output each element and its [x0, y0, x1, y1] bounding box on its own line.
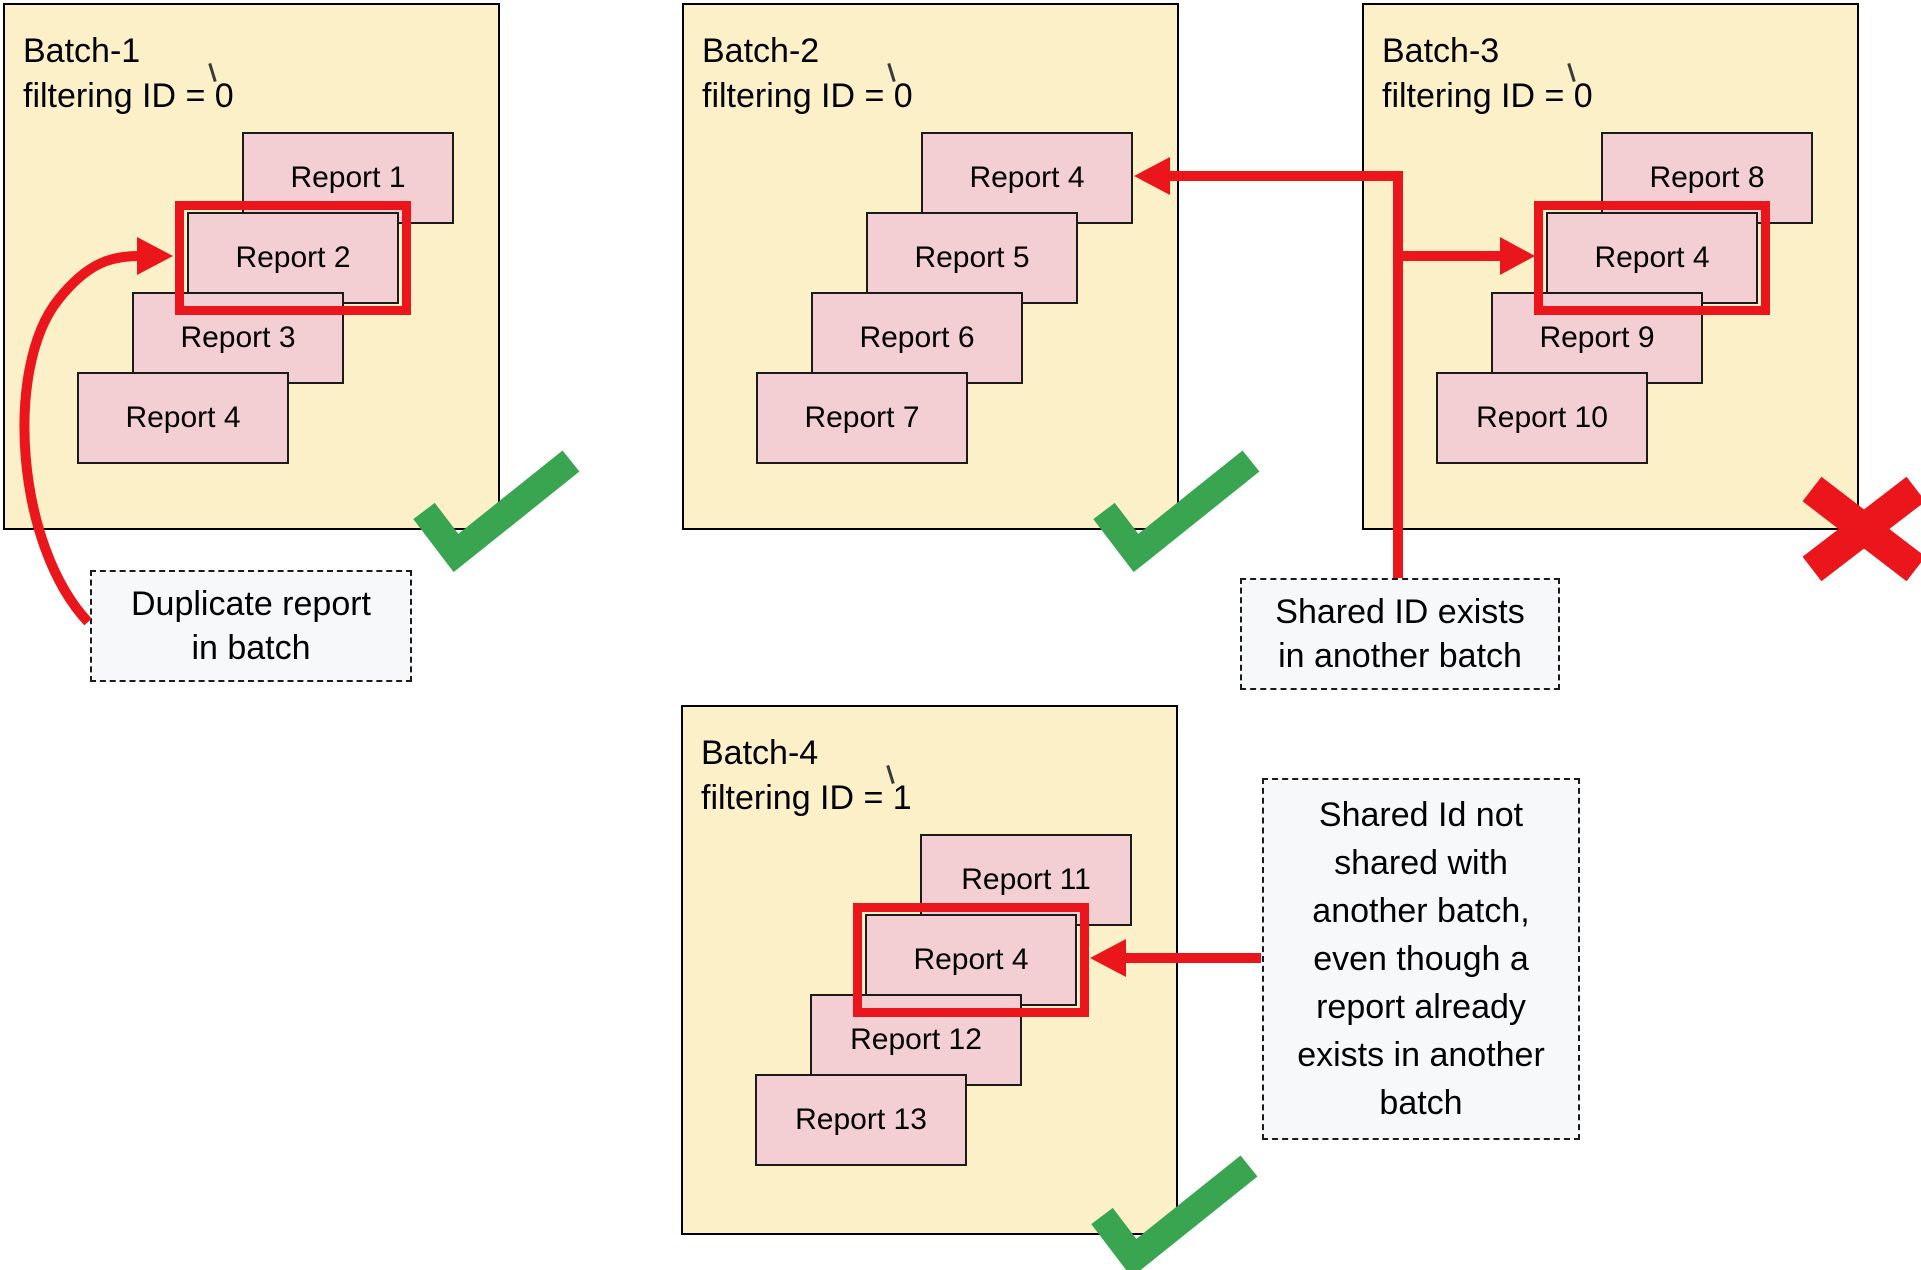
batch-title: Batch-1 filtering ID = 0: [23, 29, 234, 119]
batch-filter-id: filtering ID = 0: [702, 77, 913, 115]
report-card: Report 13: [755, 1074, 967, 1166]
note-line: exists in another: [1297, 1036, 1545, 1074]
highlight-rect-not-shared-report: [853, 903, 1089, 1017]
highlight-rect-shared-report: [1534, 201, 1770, 315]
report-card: Report 10: [1436, 372, 1648, 464]
not-shared-id-note: Shared Id not shared with another batch,…: [1262, 778, 1580, 1140]
batch-name: Batch-3: [1382, 32, 1500, 70]
batch-name: Batch-2: [702, 32, 820, 70]
batch-panel-2: Batch-2 filtering ID = 0 Report 4 Report…: [682, 3, 1179, 530]
batch-panel-3: Batch-3 filtering ID = 0 Report 8 Report…: [1362, 3, 1859, 530]
batch-title: Batch-4 filtering ID = 1: [701, 731, 912, 821]
batch-name: Batch-4: [701, 734, 819, 772]
note-line: batch: [1379, 1084, 1463, 1122]
note-line: Shared ID exists: [1275, 593, 1525, 631]
note-line: Shared Id not: [1318, 796, 1524, 834]
report-card: Report 4: [77, 372, 289, 464]
note-line: in batch: [191, 629, 311, 667]
note-line: even though a: [1313, 940, 1529, 978]
report-card: Report 7: [756, 372, 968, 464]
note-line: report already: [1316, 988, 1526, 1026]
note-line: another batch,: [1312, 892, 1530, 930]
batch-title: Batch-2 filtering ID = 0: [702, 29, 913, 119]
shared-id-note: Shared ID exists in another batch: [1240, 578, 1560, 690]
batch-title: Batch-3 filtering ID = 0: [1382, 29, 1593, 119]
report-card: Report 4: [1546, 212, 1758, 304]
note-line: Duplicate report: [130, 585, 371, 623]
report-card: Report 5: [866, 212, 1078, 304]
batch-filter-id: filtering ID = 0: [23, 77, 234, 115]
note-line: shared with: [1334, 844, 1508, 882]
note-line: in another batch: [1278, 637, 1522, 675]
batch-filter-id: filtering ID = 0: [1382, 77, 1593, 115]
report-card: Report 4: [865, 914, 1077, 1006]
batch-filter-id: filtering ID = 1: [701, 779, 912, 817]
batch-panel-1: Batch-1 filtering ID = 0 Report 1 Report…: [3, 3, 500, 530]
duplicate-report-note: Duplicate report in batch: [90, 570, 412, 682]
report-card: Report 6: [811, 292, 1023, 384]
report-card: Report 4: [921, 132, 1133, 224]
batch-panel-4: Batch-4 filtering ID = 1 Report 11 Repor…: [681, 705, 1178, 1235]
batch-name: Batch-1: [23, 32, 141, 70]
highlight-rect-duplicate-report: [175, 201, 411, 315]
